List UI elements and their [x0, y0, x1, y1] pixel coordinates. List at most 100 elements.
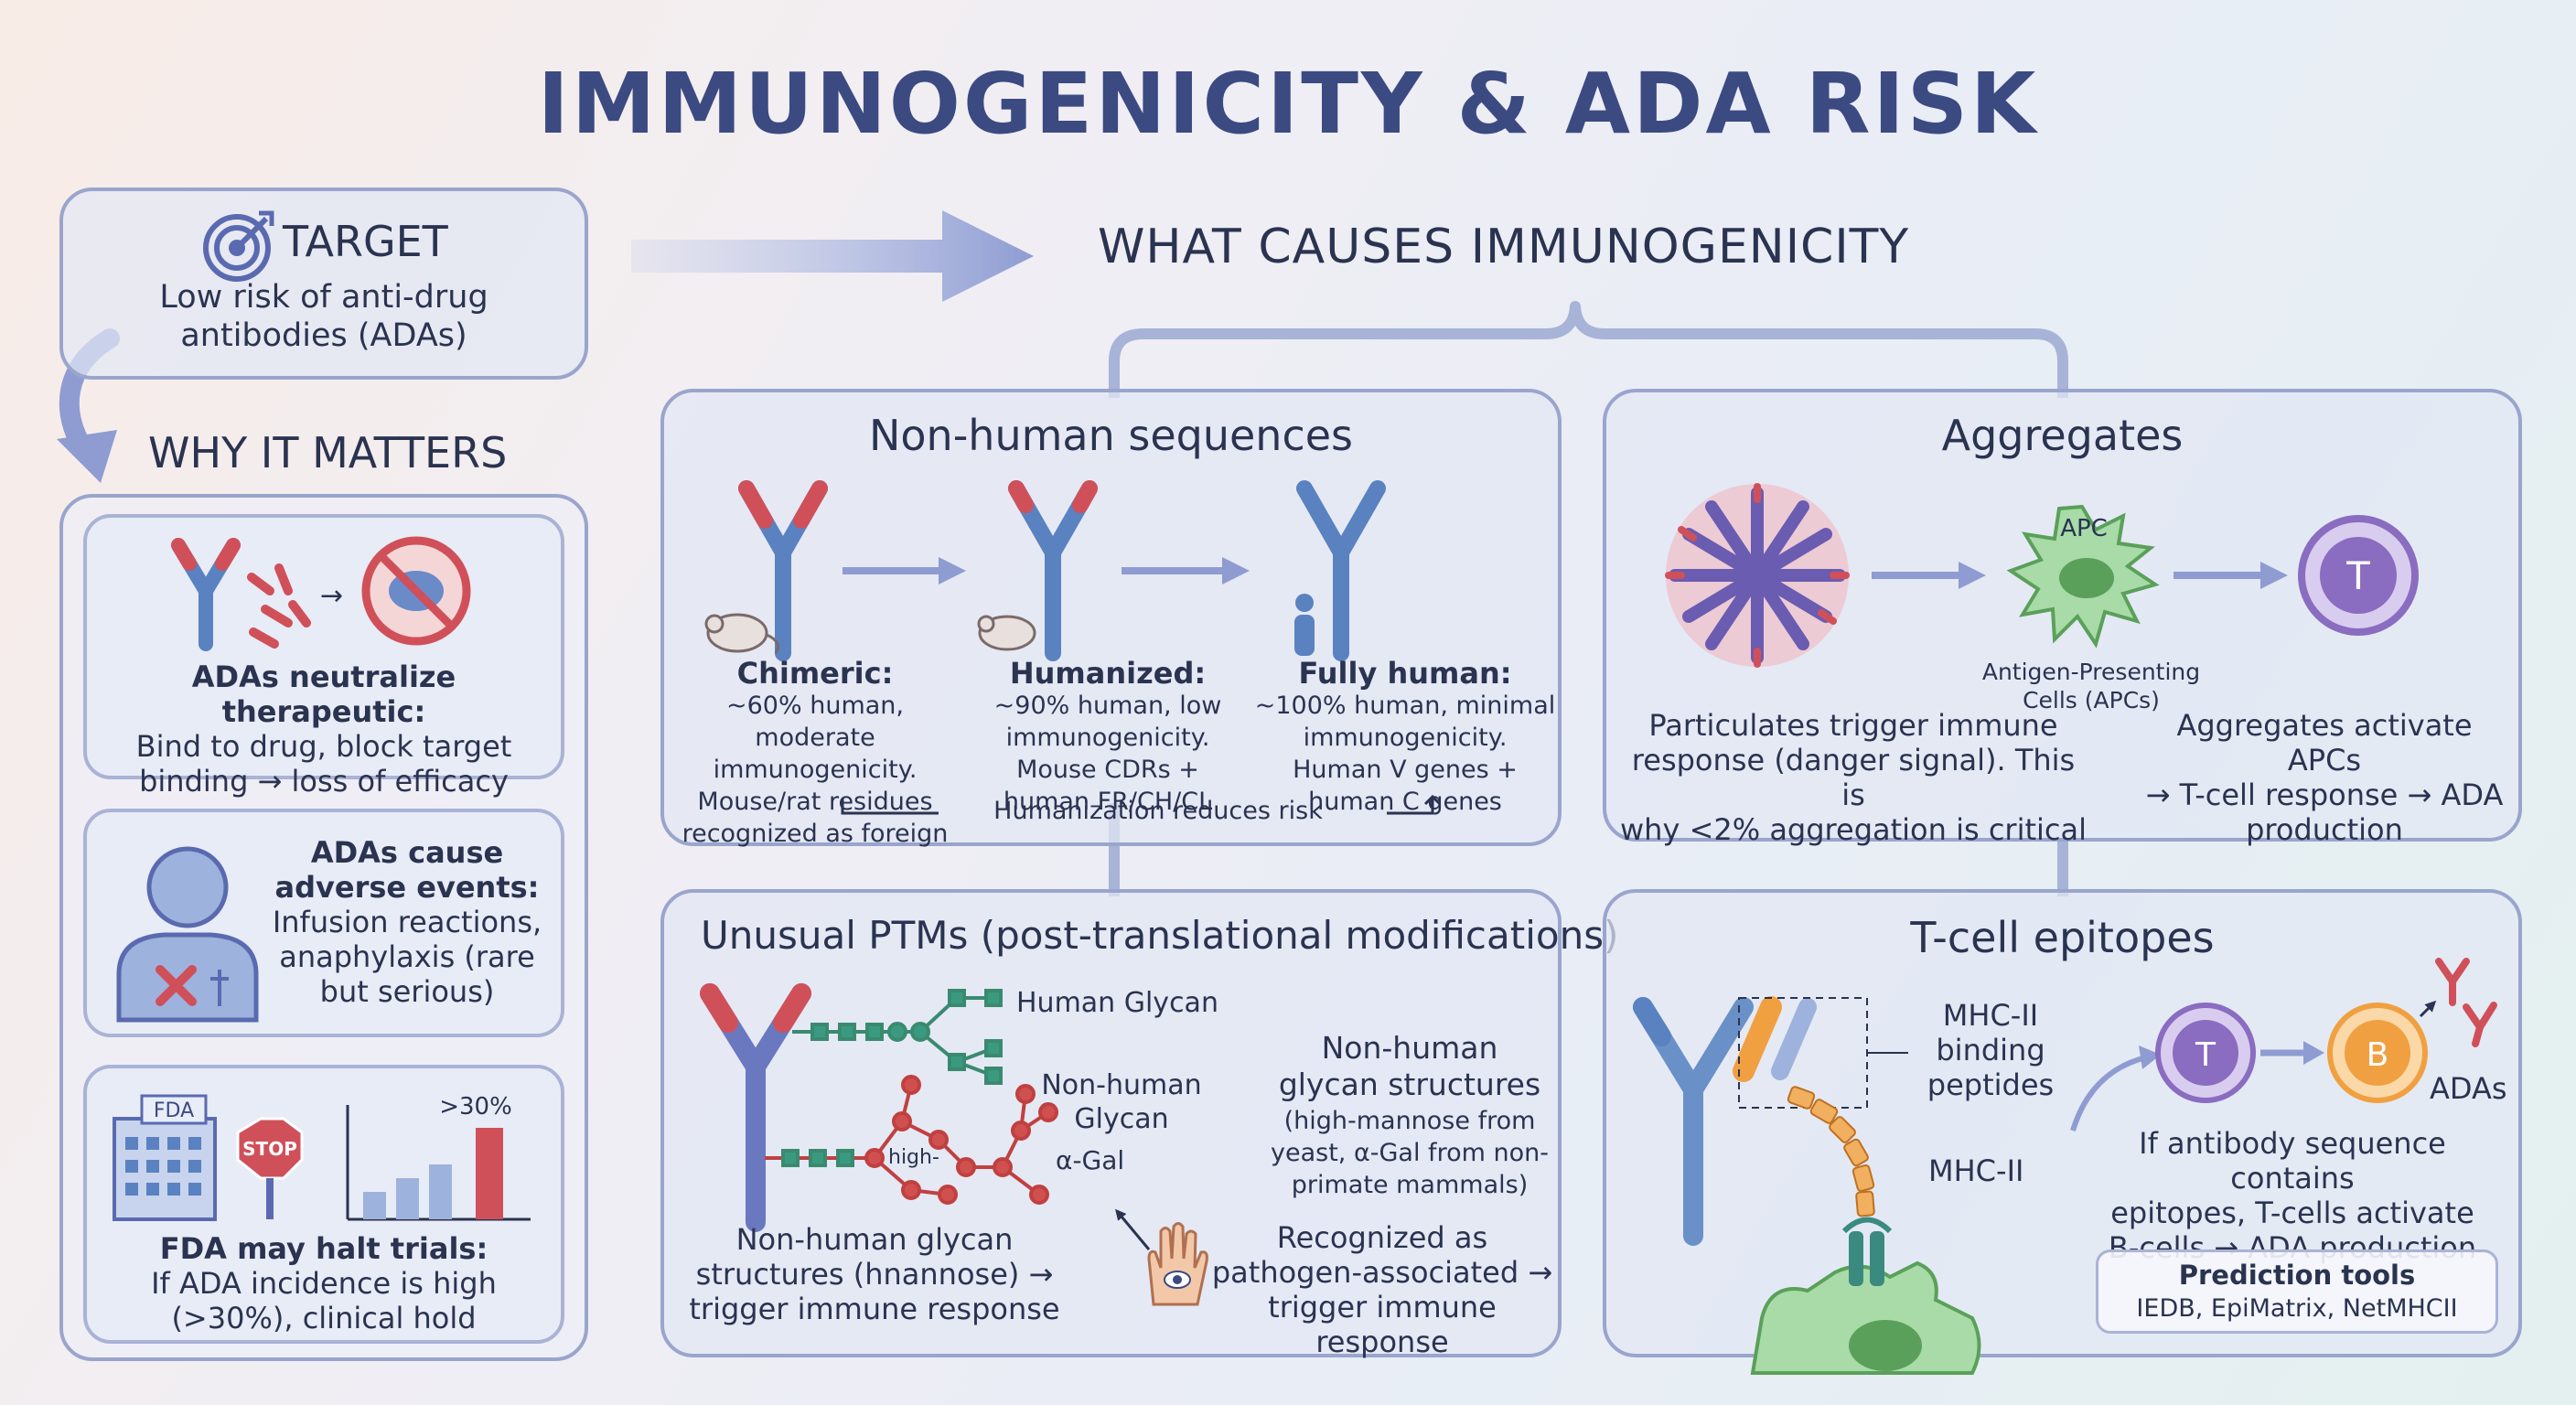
t-cell-icon: T: [2298, 515, 2419, 636]
mhc-binding-3: peptides: [1927, 1067, 2055, 1102]
blocked-target-icon: [361, 536, 471, 646]
ptms-right-line-2: yeast, α-Gal from non-: [1271, 1139, 1549, 1167]
ptm-antibody-icon: [700, 983, 811, 1232]
antibody-icon: [171, 538, 241, 651]
ptms-heading: Unusual PTMs (post-translational modific…: [701, 913, 1619, 958]
adverse-line-1: Infusion reactions,: [272, 905, 542, 939]
ptms-bottom-left-2: structures (hnannose) →: [695, 1257, 1054, 1292]
apc-label: APC: [2060, 515, 2108, 542]
tcell-heading: T-cell epitopes: [1910, 913, 2215, 962]
fully-human-line-3: Human V genes +: [1293, 756, 1518, 784]
fda-sign-text: FDA: [154, 1099, 194, 1122]
mhc-binding-1: MHC-II: [1942, 998, 2039, 1033]
humanized-line-1: ~90% human, low: [993, 692, 1222, 720]
adverse-line-2: anaphylaxis (rare: [279, 939, 535, 974]
ptms-bottom-right-1: Recognized as: [1276, 1220, 1488, 1255]
adverse-line-3: but serious): [319, 974, 495, 1009]
mhc-binding-label: MHC-II binding peptides: [1908, 998, 2073, 1102]
peptide-chain-icon: [1787, 1086, 1875, 1217]
fully-human-line-4: human C genes: [1308, 788, 1502, 816]
hand-eye-icon: [1147, 1222, 1208, 1306]
apc-caption-2: Cells (APCs): [2023, 687, 2160, 713]
target-line-2: antibodies (ADAs): [180, 317, 467, 354]
apc-cell-body-icon: [1750, 1260, 1981, 1375]
glycan-illustration: high- α-Gal Human Glycan Non-human Glyca…: [700, 983, 1218, 1250]
neutralize-line-2: binding → loss of efficacy: [139, 764, 509, 799]
ptms-bottom-right: Recognized as pathogen-associated → trig…: [1208, 1220, 1556, 1359]
mhc-ii-receptor-icon: [1841, 1217, 1893, 1286]
ada-fragments-icon: [247, 563, 311, 649]
ptms-bottom-left-3: trigger immune response: [689, 1292, 1060, 1326]
why-panel: → ADAs neutralize therapeutic: Bind to d…: [59, 494, 588, 1361]
aggregates-left-3: why <2% aggregation is critical: [1620, 812, 2087, 847]
ptms-bottom-left: Non-human glycan structures (hnannose) →…: [682, 1222, 1067, 1326]
humanization-footer: Humanization reduces risk: [993, 797, 1323, 825]
aggregates-right-1: Aggregates activate APCs: [2176, 708, 2473, 778]
apc-caption: Antigen-Presenting Cells (APCs): [1954, 658, 2228, 714]
chimeric-title: Chimeric:: [736, 656, 894, 691]
adas-label: ADAs: [2430, 1071, 2507, 1106]
ptms-bottom-left-1: Non-human glycan: [735, 1222, 1014, 1257]
mhc-presentation-illustration: [1633, 996, 1981, 1375]
mouse-icon-2: [977, 615, 1036, 651]
nonhuman-glycan-label-1: Non-human: [1041, 1069, 1201, 1101]
humanized-title: Humanized:: [1009, 656, 1207, 691]
human-figure-icon: [1294, 594, 1315, 656]
aggregates-illustration: APC T: [1665, 483, 2419, 668]
aggregates-panel: Aggregates APC: [1603, 389, 2522, 847]
neutralize-text: ADAs neutralize therapeutic: Bind to dru…: [87, 660, 561, 799]
aggregates-left-2: response (danger signal). This is: [1631, 743, 2076, 812]
apc-caption-1: Antigen-Presenting: [1981, 659, 2201, 685]
fully-human-line-1: ~100% human, minimal: [1254, 692, 1556, 720]
adverse-title-1: ADAs cause: [310, 835, 504, 870]
b-cell-icon: B: [2327, 1003, 2428, 1103]
fda-line-1: If ADA incidence is high: [151, 1266, 497, 1301]
aggregates-left-text: Particulates trigger immune response (da…: [1615, 708, 2091, 847]
mhc-ii-label: MHC-II: [1928, 1153, 2024, 1188]
neutralize-illustration: →: [171, 536, 471, 651]
fda-illustration: FDA STOP >30%: [113, 1093, 531, 1221]
agal-label: α-Gal: [1056, 1145, 1124, 1175]
prediction-tools-title: Prediction tools: [2178, 1260, 2416, 1291]
aggregates-heading: Aggregates: [1941, 411, 2184, 460]
aggregates-right-text: Aggregates activate APCs → T-cell respon…: [2137, 708, 2512, 847]
fully-human-line-2: immunogenicity.: [1303, 724, 1508, 752]
chimeric-line-2: immunogenicity.: [713, 756, 918, 784]
incidence-bar-chart: >30%: [346, 1093, 531, 1221]
ada-antibodies-icon: [2435, 958, 2497, 1047]
humanized-line-4: human FR/CH/CL: [1003, 788, 1213, 816]
prediction-tools-box: Prediction tools IEDB, EpiMatrix, NetMHC…: [2096, 1249, 2498, 1334]
ptms-right-title-1: Non-human: [1321, 1030, 1498, 1066]
aggregates-right-2: → T-cell response → ADA: [2145, 778, 2504, 812]
mouse-icon-1: [704, 613, 779, 654]
fda-building-icon: FDA: [113, 1094, 217, 1221]
ptms-right-details: (high-mannose from yeast, α-Gal from non…: [1263, 1105, 1556, 1201]
nonhuman-glycan-icon: [765, 1075, 1058, 1205]
ptms-bottom-right-3: trigger immune response: [1268, 1290, 1497, 1359]
target-box: TARGET Low risk of anti-drug antibodies …: [59, 188, 588, 380]
main-flow-arrow: [631, 210, 1034, 302]
humanization-illustration: [704, 480, 1386, 661]
chimeric-text: Chimeric: ~60% human, moderate immunogen…: [669, 658, 961, 850]
fda-card: FDA STOP >30%: [83, 1065, 564, 1344]
humanization-bracket: [841, 794, 1442, 815]
b-cell-label: B: [2367, 1036, 2389, 1074]
neutralize-title: ADAs neutralize therapeutic:: [191, 660, 456, 729]
chimeric-line-3: Mouse/rat residues: [697, 788, 933, 816]
nonhuman-heading: Non-human sequences: [868, 411, 1354, 460]
target-text: Low risk of anti-drug antibodies (ADAs): [63, 278, 585, 355]
brace-connector: [1109, 301, 2068, 398]
mhc-binding-2: binding: [1936, 1033, 2045, 1067]
bar-threshold-label: >30%: [439, 1093, 512, 1121]
causes-heading: WHAT CAUSES IMMUNOGENICITY: [1098, 220, 1910, 274]
tcell-description: If antibody sequence contains epitopes, …: [2073, 1126, 2512, 1265]
ptms-right-title-2: glycan structures: [1278, 1067, 1541, 1102]
page-title: IMMUNOGENICITY & ADA RISK: [537, 55, 2039, 153]
chimeric-line-4: recognized as foreign: [682, 820, 949, 848]
ptms-right-title: Non-human glycan structures: [1263, 1030, 1556, 1103]
adverse-events-text: ADAs cause adverse events: Infusion reac…: [256, 835, 558, 1009]
tcell-bcell-illustration: T B: [2070, 958, 2497, 1132]
ptms-right-line-1: (high-mannose from: [1283, 1107, 1536, 1135]
stop-sign-text: STOP: [242, 1138, 297, 1160]
